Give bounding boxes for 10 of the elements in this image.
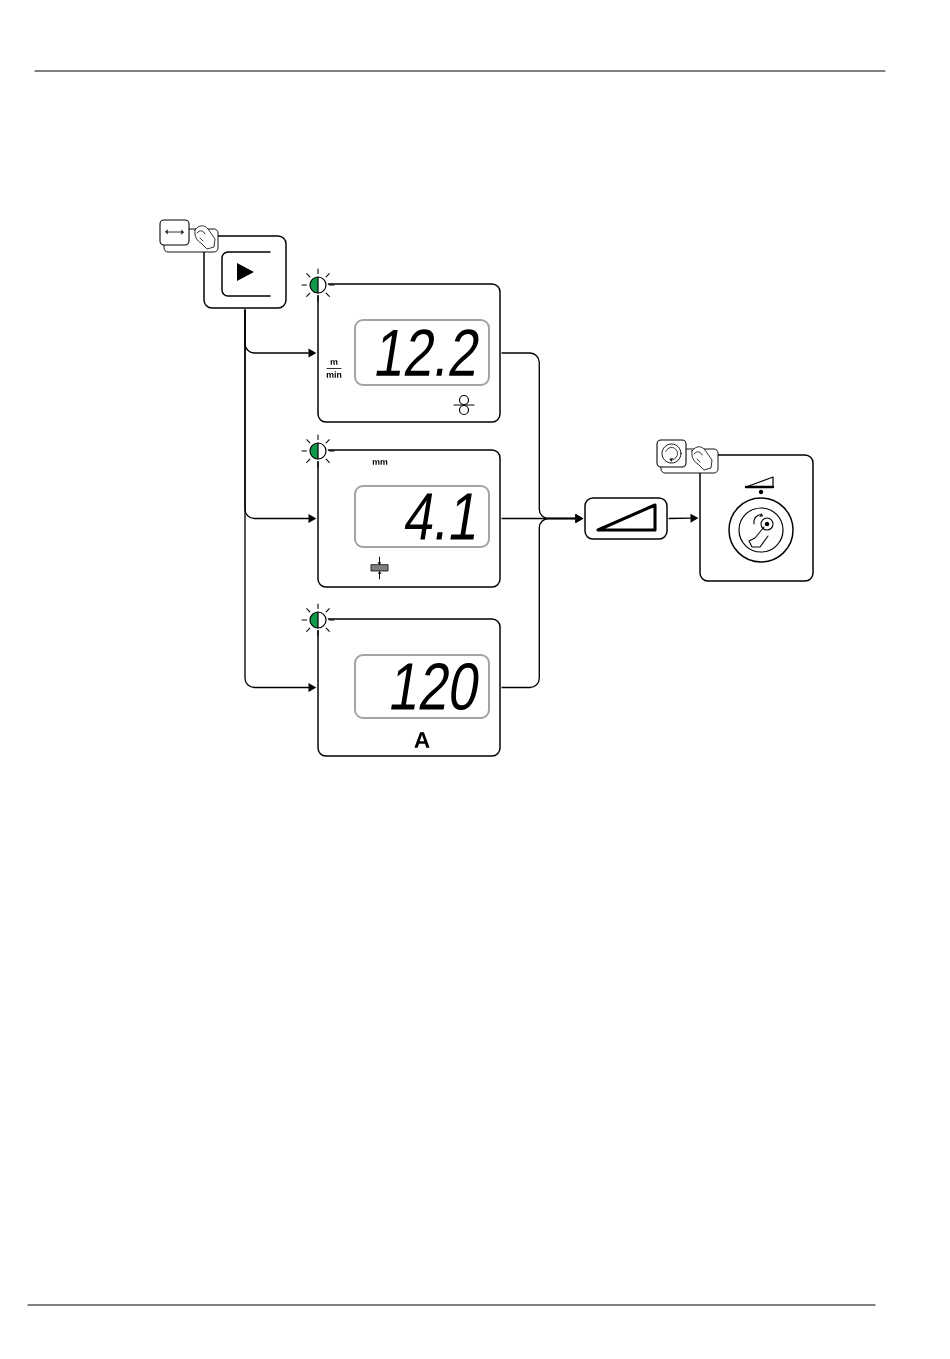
unit-label: mm xyxy=(372,460,388,465)
unit-label: min xyxy=(326,371,342,378)
unit-label: A xyxy=(414,732,430,748)
knob-panel xyxy=(699,454,814,582)
lcd-display: 12.2 xyxy=(354,319,490,386)
lcd-display: 120 xyxy=(354,654,490,719)
button-panel xyxy=(203,235,287,309)
ramp-button xyxy=(584,497,668,540)
unit-label: m xyxy=(330,360,338,365)
lcd-display: 4.1 xyxy=(354,485,490,548)
